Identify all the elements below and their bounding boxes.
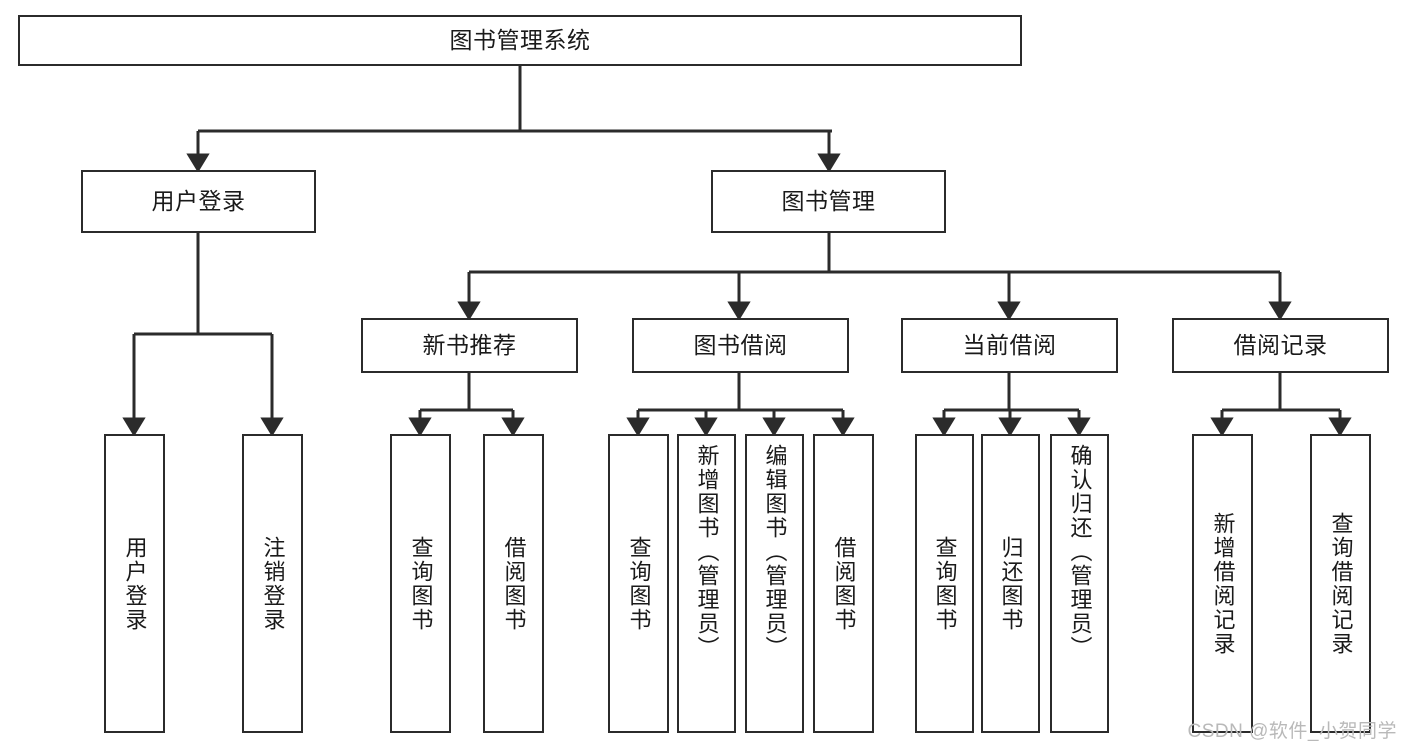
node-book-borrow-label: 图书借阅 xyxy=(693,331,788,358)
leaf-cur-confirm-return[interactable]: 确认归还（管理员） xyxy=(1050,434,1109,733)
node-root[interactable]: 图书管理系统 xyxy=(18,15,1022,66)
leaf-user-logout-label: 注销登录 xyxy=(260,535,286,632)
leaf-rec-add-record[interactable]: 新增借阅记录 xyxy=(1192,434,1253,733)
node-root-label: 图书管理系统 xyxy=(449,26,591,53)
node-user-login[interactable]: 用户登录 xyxy=(81,170,316,233)
leaf-borrow-borrow-book[interactable]: 借阅图书 xyxy=(813,434,874,733)
leaf-rec-add-record-label: 新增借阅记录 xyxy=(1210,511,1236,656)
leaf-rec-borrow-book[interactable]: 借阅图书 xyxy=(483,434,544,733)
leaf-borrow-edit-book-label: 编辑图书（管理员） xyxy=(762,444,788,660)
leaf-cur-confirm-return-label: 确认归还（管理员） xyxy=(1067,444,1093,660)
leaf-rec-query-record-label: 查询借阅记录 xyxy=(1328,511,1354,656)
node-new-book-rec[interactable]: 新书推荐 xyxy=(361,318,578,373)
leaf-user-logout[interactable]: 注销登录 xyxy=(242,434,303,733)
node-borrow-record[interactable]: 借阅记录 xyxy=(1172,318,1389,373)
leaf-cur-return-book-label: 归还图书 xyxy=(998,535,1024,632)
leaf-borrow-add-book-label: 新增图书（管理员） xyxy=(694,444,720,660)
node-current-borrow[interactable]: 当前借阅 xyxy=(901,318,1118,373)
node-book-manage-label: 图书管理 xyxy=(781,187,876,214)
leaf-borrow-add-book[interactable]: 新增图书（管理员） xyxy=(677,434,736,733)
node-borrow-record-label: 借阅记录 xyxy=(1233,331,1328,358)
leaf-cur-query-book-label: 查询图书 xyxy=(932,535,958,632)
leaf-rec-query-book-label: 查询图书 xyxy=(408,535,434,632)
leaf-user-login-label: 用户登录 xyxy=(122,535,148,632)
leaf-borrow-query-book[interactable]: 查询图书 xyxy=(608,434,669,733)
leaf-borrow-borrow-book-label: 借阅图书 xyxy=(831,535,857,632)
node-new-book-rec-label: 新书推荐 xyxy=(422,331,517,358)
leaf-borrow-query-book-label: 查询图书 xyxy=(626,535,652,632)
node-current-borrow-label: 当前借阅 xyxy=(962,331,1057,358)
leaf-cur-return-book[interactable]: 归还图书 xyxy=(981,434,1040,733)
leaf-rec-query-record[interactable]: 查询借阅记录 xyxy=(1310,434,1371,733)
leaf-rec-query-book[interactable]: 查询图书 xyxy=(390,434,451,733)
leaf-rec-borrow-book-label: 借阅图书 xyxy=(501,535,527,632)
leaf-user-login[interactable]: 用户登录 xyxy=(104,434,165,733)
node-book-borrow[interactable]: 图书借阅 xyxy=(632,318,849,373)
leaf-cur-query-book[interactable]: 查询图书 xyxy=(915,434,974,733)
watermark: CSDN @软件_小贺同学 xyxy=(1187,721,1397,742)
node-book-manage[interactable]: 图书管理 xyxy=(711,170,946,233)
leaf-borrow-edit-book[interactable]: 编辑图书（管理员） xyxy=(745,434,804,733)
node-user-login-label: 用户登录 xyxy=(151,187,246,214)
